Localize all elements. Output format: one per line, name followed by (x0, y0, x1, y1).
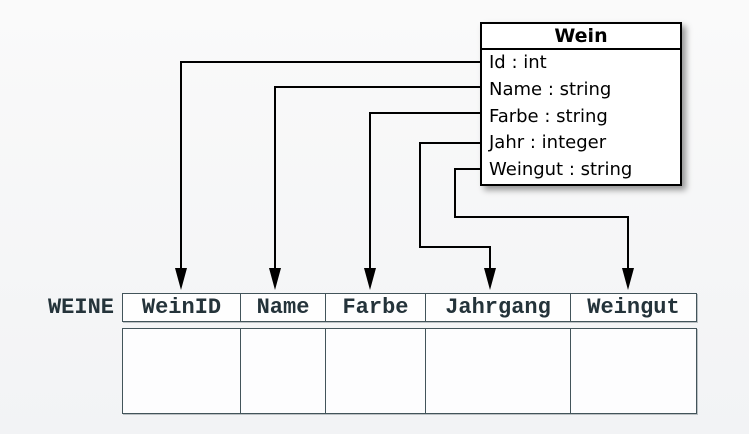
column-header-jahrgang: Jahrgang (426, 294, 571, 321)
column-header-farbe: Farbe (326, 294, 426, 321)
connector-id-to-weinid (180, 61, 480, 270)
connector-name-to-name (274, 86, 480, 270)
connector-farbe-to-farbe (369, 112, 480, 270)
connector-jahr-to-jahrgang (419, 142, 491, 270)
table-cell-empty (571, 329, 696, 413)
arrowhead-icon (269, 268, 281, 290)
arrowhead-icon (175, 268, 187, 290)
table-name-label: WEINE (47, 295, 114, 320)
class-attribute-id: Id : int (489, 52, 547, 73)
table-cell-empty (426, 329, 571, 413)
connector-weingut-to-weingut (454, 168, 629, 270)
class-attribute-farbe: Farbe : string (489, 105, 608, 127)
table-cell-empty (241, 329, 326, 413)
column-header-weingut: Weingut (587, 295, 680, 320)
table-header-row: WeinID Name Farbe Jahrgang Weingut (122, 293, 697, 322)
arrowhead-icon (484, 268, 496, 290)
uml-class-box-wein: Wein Id : int Name : string Farbe : stri… (480, 22, 682, 186)
table-body-row (122, 328, 697, 414)
class-attribute-weingut: Weingut : string (489, 159, 633, 181)
class-title: Wein (482, 24, 680, 50)
class-attribute-name: Name : string (489, 78, 612, 100)
class-attribute-jahr: Jahr : integer (489, 132, 607, 154)
class-attribute-list: Id : int Name : string Farbe : string Ja… (482, 50, 680, 184)
table-cell-empty (326, 329, 426, 413)
column-header-name: Name (241, 294, 326, 321)
column-header-weinid: WeinID (123, 294, 241, 321)
table-cell-empty (123, 329, 241, 413)
arrowhead-icon (364, 268, 376, 290)
arrowhead-icon (622, 268, 634, 290)
